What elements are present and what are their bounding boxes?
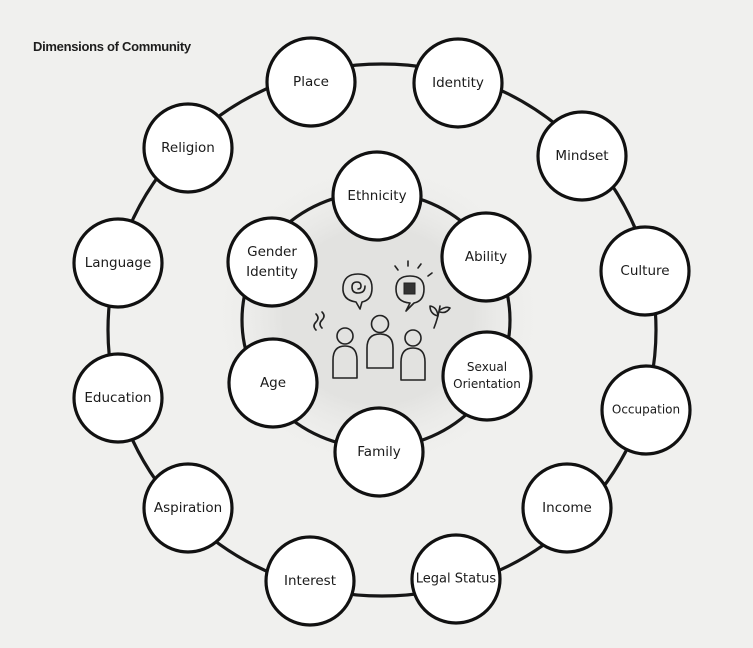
outer-node-label: Legal Status <box>416 572 497 587</box>
inner-node-ethnicity: Ethnicity <box>331 150 423 242</box>
outer-node-circle <box>600 364 692 456</box>
outer-node-circle <box>142 462 234 554</box>
outer-node-circle <box>265 36 357 128</box>
inner-node-circle <box>440 211 532 303</box>
outer-node-label: Income <box>542 500 592 516</box>
outer-node-label: Mindset <box>555 148 608 164</box>
inner-node-label: Family <box>357 444 400 460</box>
inner-node-circle <box>227 337 319 429</box>
inner-node-label: Gender <box>247 244 297 260</box>
inner-node-family: Family <box>333 406 425 498</box>
outer-node-label: Language <box>85 255 152 271</box>
outer-node-mindset: Mindset <box>536 110 628 202</box>
outer-node-label: Religion <box>161 140 215 156</box>
inner-node-circle <box>441 330 533 422</box>
outer-node-circle <box>72 352 164 444</box>
outer-node-identity: Identity <box>412 37 504 129</box>
outer-node-circle <box>412 37 504 129</box>
outer-node-label: Education <box>84 390 151 406</box>
outer-node-label: Identity <box>432 75 484 91</box>
outer-node-circle <box>536 110 628 202</box>
outer-node-language: Language <box>72 217 164 309</box>
outer-node-circle <box>72 217 164 309</box>
outer-node-label: Culture <box>620 263 669 279</box>
outer-node-label: Interest <box>284 573 336 589</box>
outer-node-religion: Religion <box>142 102 234 194</box>
diagram-title: Dimensions of Community <box>33 39 191 54</box>
people-talking-icon <box>313 260 451 381</box>
outer-ring-line <box>106 62 658 598</box>
inner-node-label: Ability <box>465 249 507 265</box>
inner-node-label: Orientation <box>453 377 521 391</box>
outer-node-interest: Interest <box>264 535 356 627</box>
inner-node-ability: Ability <box>440 211 532 303</box>
inner-node-label: Identity <box>246 264 298 280</box>
outer-node-place: Place <box>265 36 357 128</box>
outer-node-circle <box>142 102 234 194</box>
outer-node-culture: Culture <box>599 225 691 317</box>
inner-node-age: Age <box>227 337 319 429</box>
inner-node-circle <box>226 216 318 308</box>
outer-node-income: Income <box>521 462 613 554</box>
inner-node-circle <box>331 150 423 242</box>
outer-node-circle <box>410 533 502 625</box>
inner-node-label: Ethnicity <box>347 188 406 204</box>
inner-node-label: Sexual <box>467 360 507 374</box>
outer-node-label: Aspiration <box>154 500 222 516</box>
outer-node-circle <box>599 225 691 317</box>
outer-node-circle <box>521 462 613 554</box>
inner-node-label: Age <box>260 375 286 391</box>
outer-node-aspiration: Aspiration <box>142 462 234 554</box>
outer-node-occupation: Occupation <box>600 364 692 456</box>
outer-node-education: Education <box>72 352 164 444</box>
outer-node-circle <box>264 535 356 627</box>
inner-node-circle <box>333 406 425 498</box>
outer-node-legal-status: Legal Status <box>410 533 502 625</box>
outer-node-label: Occupation <box>612 403 680 417</box>
outer-node-label: Place <box>293 74 329 90</box>
